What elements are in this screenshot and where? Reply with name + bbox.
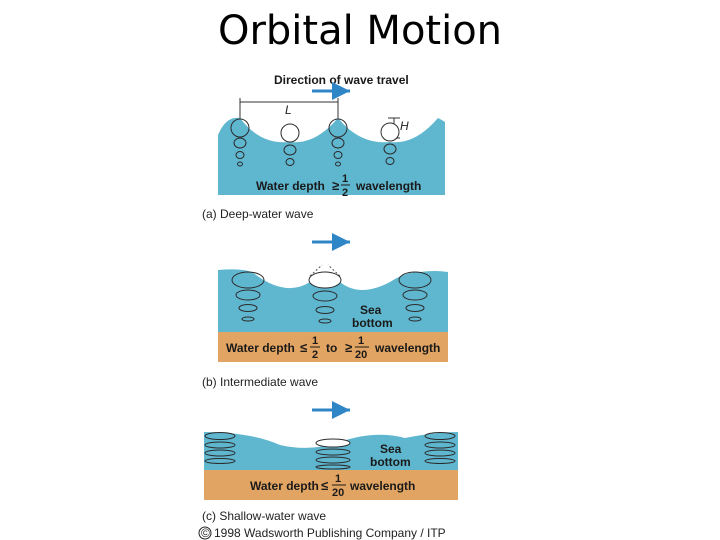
orbit-ellipse	[424, 449, 456, 457]
slide-title: Orbital Motion	[217, 8, 503, 54]
fraction-2-denominator: 20	[355, 349, 367, 361]
orbit-ellipse	[402, 289, 428, 301]
shallow-orbits	[204, 432, 456, 470]
fraction-numerator: 1	[342, 173, 348, 185]
orbit-ellipse	[241, 316, 255, 322]
orbit-ellipse	[312, 290, 338, 302]
orbit-ellipse	[204, 449, 236, 457]
depth-relation-1: ≤	[300, 340, 307, 355]
copyright-line: © 1998 Wadsworth Publishing Company / IT…	[198, 526, 446, 540]
orbit-ellipse	[408, 316, 422, 322]
orbit-ellipse	[315, 306, 335, 314]
orbit-ellipse	[308, 271, 342, 289]
orbital-motion-diagram: Direction of wave travel L H	[198, 73, 458, 540]
depth-text: Water depth	[226, 341, 295, 355]
depth-relation: ≥	[332, 178, 339, 193]
to-word: to	[326, 341, 337, 355]
shallow-sediment	[204, 470, 458, 500]
orbit-circle	[385, 157, 395, 165]
orbit-circle	[333, 151, 343, 159]
intermediate-orbits	[231, 271, 432, 324]
fraction-2-numerator: 1	[358, 335, 364, 347]
sea-bottom-label-line2: bottom	[352, 316, 393, 330]
orbit-ellipse	[238, 304, 258, 312]
fraction-denominator: 2	[342, 187, 348, 199]
unit-text: wavelength	[355, 179, 421, 193]
depth-relation-2: ≥	[345, 340, 352, 355]
fraction-denominator: 20	[332, 487, 344, 499]
sea-bottom-label-line1: Sea	[360, 303, 382, 317]
orbit-ellipse	[398, 271, 432, 289]
orbit-circle	[335, 161, 341, 167]
crest-guide	[309, 264, 341, 277]
fraction-1-denominator: 2	[312, 349, 318, 361]
panel-caption: (c) Shallow-water wave	[202, 509, 326, 523]
orbit-circle	[283, 144, 297, 156]
orbit-ellipse	[424, 458, 456, 464]
orbit-circle	[331, 137, 345, 149]
panel-deep-water: Direction of wave travel L H	[202, 73, 445, 221]
intermediate-water-body	[218, 269, 448, 332]
panel-shallow-water: Sea bottom Water depth ≤ 1 20 wavelength…	[202, 401, 458, 523]
orbit-ellipse	[424, 432, 456, 440]
copyright-symbol: ©	[201, 526, 210, 540]
orbit-circle	[237, 161, 243, 167]
orbit-ellipse	[235, 289, 261, 301]
copyright-text: 1998 Wadsworth Publishing Company / ITP	[214, 526, 446, 540]
orbit-ellipse	[405, 304, 425, 312]
orbit-circle	[380, 122, 400, 142]
deep-water-body	[218, 117, 445, 195]
orbit-circle	[328, 118, 348, 138]
fraction-1-numerator: 1	[312, 335, 318, 347]
orbit-ellipse	[231, 271, 265, 289]
orbit-ellipse	[315, 464, 351, 470]
orbit-circle	[280, 123, 300, 143]
orbit-ellipse	[204, 458, 236, 464]
unit-text: wavelength	[349, 479, 415, 493]
orbit-ellipse	[424, 441, 456, 449]
panel-caption: (b) Intermediate wave	[202, 375, 318, 389]
wavelength-symbol: L	[285, 103, 292, 117]
height-symbol: H	[400, 119, 409, 133]
orbit-circle	[235, 151, 245, 159]
deep-orbits	[230, 118, 400, 167]
unit-text: wavelength	[374, 341, 440, 355]
depth-text: Water depth	[250, 479, 319, 493]
orbit-ellipse	[315, 456, 351, 464]
orbit-circle	[233, 137, 247, 149]
orbit-ellipse	[315, 438, 351, 448]
fraction-numerator: 1	[335, 473, 341, 485]
sea-bottom-label-line2: bottom	[370, 455, 411, 469]
depth-text: Water depth	[256, 179, 325, 193]
orbit-ellipse	[204, 432, 236, 440]
copyright-icon	[198, 526, 212, 540]
orbit-circle	[285, 158, 295, 166]
direction-label: Direction of wave travel	[274, 73, 409, 87]
orbit-circle	[230, 118, 250, 138]
orbit-ellipse	[315, 448, 351, 456]
panel-intermediate-wave: Sea bottom Water depth ≤ 1 2 to ≥ 1 20 w…	[202, 233, 448, 389]
orbit-ellipse	[204, 441, 236, 449]
intermediate-sediment	[218, 332, 448, 362]
orbit-circle	[383, 143, 397, 155]
depth-relation: ≤	[321, 478, 328, 493]
panel-caption: (a) Deep-water wave	[202, 207, 314, 221]
sea-bottom-label-line1: Sea	[380, 442, 402, 456]
shallow-water-body	[204, 432, 458, 470]
orbit-ellipse	[318, 318, 332, 324]
